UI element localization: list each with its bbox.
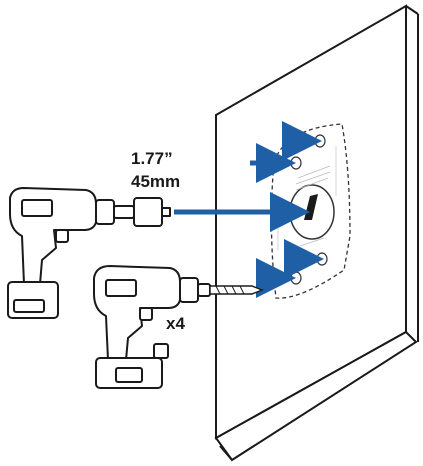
hole-saw-drill-icon [7,187,171,319]
screw-count-label: x4 [166,314,185,333]
drill-bit-icon [209,285,264,295]
screw-drill-icon [93,265,211,389]
hole-size-inch-label: 1.77” [131,149,173,168]
hole-size-mm-label: 45mm [131,172,180,191]
wall-panel-icon [214,4,419,462]
arrow-group [174,121,324,298]
